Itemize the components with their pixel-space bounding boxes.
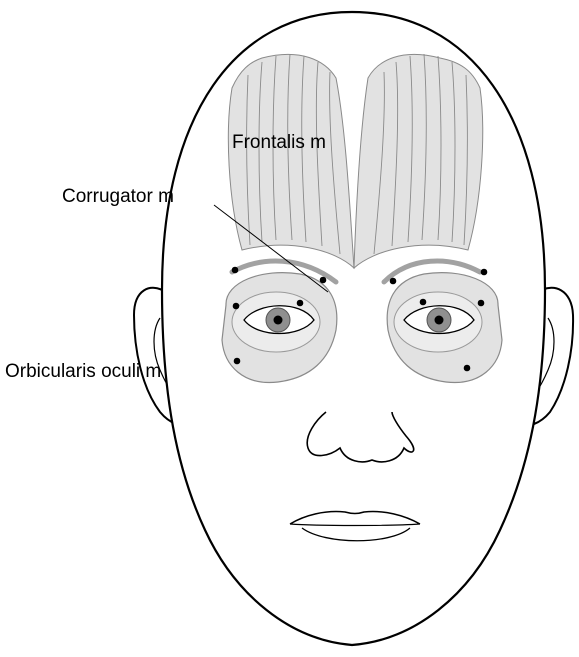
electrode-dot [297, 300, 304, 307]
electrode-dot [420, 299, 427, 306]
label-orbicularis: Orbicularis oculi m [5, 361, 161, 382]
electrode-dot [234, 358, 241, 365]
label-frontalis: Frontalis m [232, 132, 326, 153]
electrode-dot [232, 267, 239, 274]
electrode-dot [233, 303, 240, 310]
label-corrugator: Corrugator m [62, 186, 174, 207]
electrode-dot [390, 278, 397, 285]
right-pupil [435, 316, 444, 325]
frontalis-right-muscle [354, 54, 483, 268]
electrode-dot [320, 277, 327, 284]
electrode-dot [464, 365, 471, 372]
electrode-dot [478, 300, 485, 307]
left-pupil [274, 316, 283, 325]
electrode-dot [481, 269, 488, 276]
